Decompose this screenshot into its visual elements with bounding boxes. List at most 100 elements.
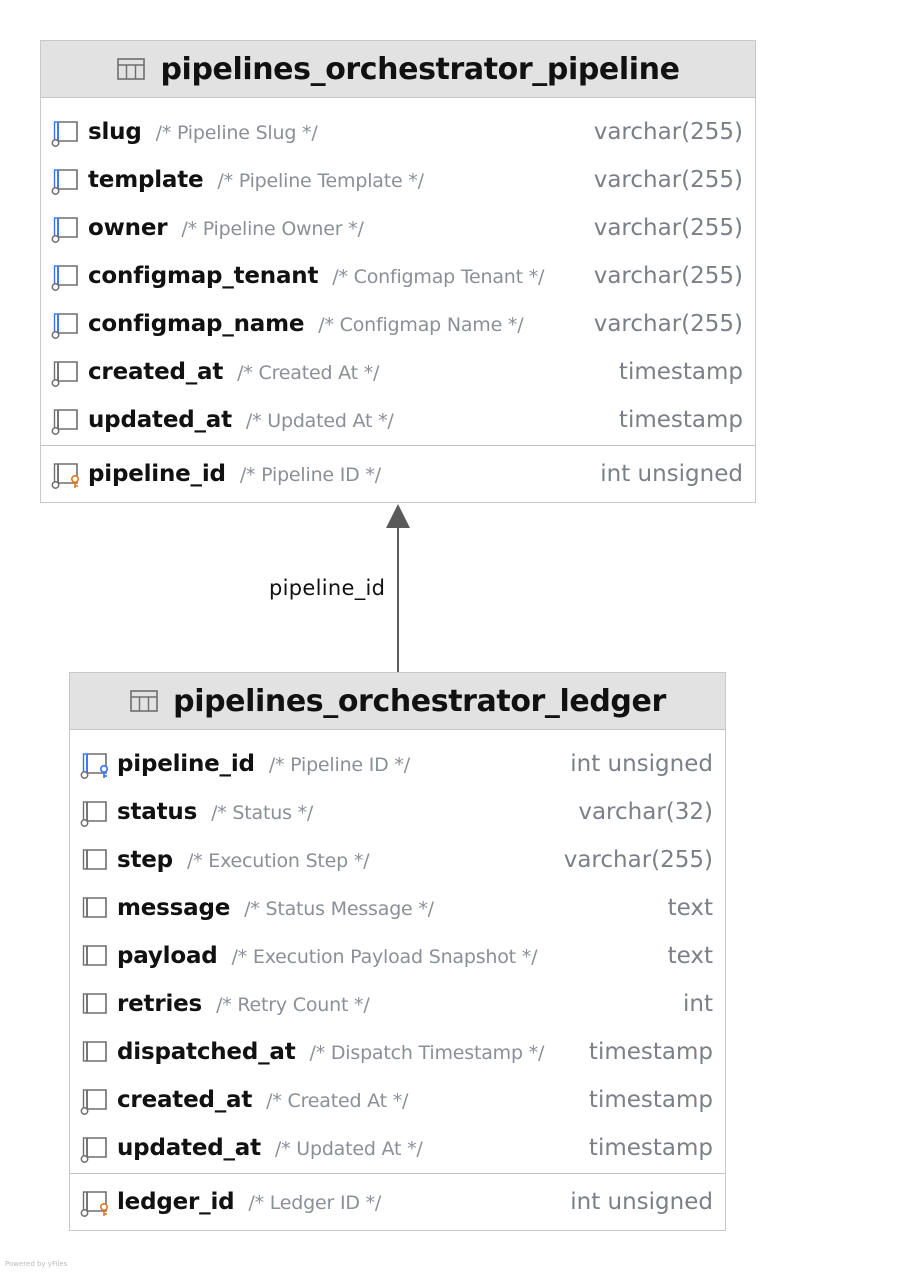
column-type: int unsigned	[570, 1189, 713, 1215]
column-row-retries[interactable]: retries/* Retry Count */ int	[70, 980, 725, 1028]
column-comment: /* Status */	[211, 802, 314, 824]
column-name: configmap_name/* Configmap Name */	[88, 311, 524, 337]
column-comment: /* Dispatch Timestamp */	[309, 1042, 545, 1064]
column-type: timestamp	[618, 359, 743, 385]
column-icon	[80, 1037, 110, 1067]
column-name: step/* Execution Step */	[117, 847, 370, 873]
column-row-updated-at[interactable]: updated_at/* Updated At */ timestamp	[70, 1124, 725, 1172]
relationship-label: pipeline_id	[269, 576, 386, 600]
column-comment: /* Execution Payload Snapshot */	[231, 946, 538, 968]
column-name: ledger_id/* Ledger ID */	[117, 1189, 382, 1215]
column-name: created_at/* Created At */	[88, 359, 380, 385]
column-comment: /* Configmap Name */	[318, 314, 524, 336]
column-row-status[interactable]: status/* Status */ varchar(32)	[70, 788, 725, 836]
column-type: timestamp	[588, 1039, 713, 1065]
column-name: updated_at/* Updated At */	[117, 1135, 423, 1161]
column-icon	[80, 845, 110, 875]
column-row-template[interactable]: template/* Pipeline Template */ varchar(2…	[41, 156, 755, 204]
column-name: pipeline_id/* Pipeline ID */	[117, 751, 410, 777]
column-comment: /* Status Message */	[244, 898, 434, 920]
column-comment: /* Created At */	[266, 1090, 409, 1112]
column-index-icon	[51, 213, 81, 243]
table-title: pipelines_orchestrator_pipeline	[160, 51, 680, 87]
column-name: dispatched_at/* Dispatch Timestamp */	[117, 1039, 545, 1065]
column-row-created-at[interactable]: created_at/* Created At */ timestamp	[41, 348, 755, 396]
primary-key-icon	[80, 1187, 110, 1217]
column-type: varchar(255)	[563, 847, 713, 873]
column-index-icon	[51, 165, 81, 195]
column-index-icon	[51, 261, 81, 291]
column-comment: /* Pipeline Slug */	[155, 122, 318, 144]
column-row-configmap-tenant[interactable]: configmap_tenant/* Configmap Tenant */ va…	[41, 252, 755, 300]
column-row-ledger-id[interactable]: ledger_id/* Ledger ID */ int unsigned	[70, 1173, 725, 1230]
column-row-message[interactable]: message/* Status Message */ text	[70, 884, 725, 932]
column-type: int	[683, 991, 713, 1017]
column-row-dispatched-at[interactable]: dispatched_at/* Dispatch Timestamp */ tim…	[70, 1028, 725, 1076]
column-notnull-icon	[51, 405, 81, 435]
column-type: int unsigned	[600, 461, 743, 487]
primary-key-icon	[51, 459, 81, 489]
column-type: timestamp	[588, 1087, 713, 1113]
column-notnull-icon	[51, 357, 81, 387]
column-comment: /* Created At */	[237, 362, 380, 384]
column-name: slug/* Pipeline Slug */	[88, 119, 318, 145]
foreign-key-icon	[80, 749, 110, 779]
column-type: int unsigned	[570, 751, 713, 777]
column-type: varchar(255)	[593, 263, 743, 289]
column-name: retries/* Retry Count */	[117, 991, 370, 1017]
column-comment: /* Ledger ID */	[248, 1192, 382, 1214]
column-row-updated-at[interactable]: updated_at/* Updated At */ timestamp	[41, 396, 755, 444]
table-icon	[117, 58, 146, 80]
column-row-slug[interactable]: slug/* Pipeline Slug */ varchar(255)	[41, 108, 755, 156]
column-comment: /* Execution Step */	[186, 850, 370, 872]
column-name: status/* Status */	[117, 799, 314, 825]
column-notnull-icon	[80, 797, 110, 827]
column-name: created_at/* Created At */	[117, 1087, 409, 1113]
column-type: varchar(255)	[593, 311, 743, 337]
column-row-step[interactable]: step/* Execution Step */ varchar(255)	[70, 836, 725, 884]
column-comment: /* Updated At */	[245, 410, 394, 432]
column-comment: /* Pipeline Owner */	[181, 218, 364, 240]
column-icon	[80, 893, 110, 923]
table-header: pipelines_orchestrator_ledger	[70, 673, 725, 730]
column-comment: /* Pipeline ID */	[239, 464, 381, 486]
column-name: pipeline_id/* Pipeline ID */	[88, 461, 381, 487]
column-comment: /* Configmap Tenant */	[332, 266, 545, 288]
column-icon	[80, 989, 110, 1019]
column-type: timestamp	[588, 1135, 713, 1161]
column-comment: /* Retry Count */	[216, 994, 370, 1016]
column-row-pipeline-id[interactable]: pipeline_id/* Pipeline ID */ int unsigned	[70, 740, 725, 788]
column-comment: /* Updated At */	[274, 1138, 423, 1160]
column-type: timestamp	[618, 407, 743, 433]
column-name: owner/* Pipeline Owner */	[88, 215, 364, 241]
column-row-created-at[interactable]: created_at/* Created At */ timestamp	[70, 1076, 725, 1124]
column-type: varchar(32)	[578, 799, 713, 825]
column-name: message/* Status Message */	[117, 895, 434, 921]
column-name: updated_at/* Updated At */	[88, 407, 394, 433]
column-icon	[80, 941, 110, 971]
column-type: text	[667, 943, 713, 969]
column-comment: /* Pipeline ID */	[268, 754, 410, 776]
column-type: varchar(255)	[593, 167, 743, 193]
column-index-icon	[51, 117, 81, 147]
column-name: payload/* Execution Payload Snapshot */	[117, 943, 538, 969]
column-row-pipeline-id[interactable]: pipeline_id/* Pipeline ID */ int unsigned	[41, 445, 755, 502]
table-icon	[130, 690, 158, 712]
column-name: configmap_tenant/* Configmap Tenant */	[88, 263, 545, 289]
table-title: pipelines_orchestrator_ledger	[173, 683, 666, 719]
table-pipelines-orchestrator-ledger[interactable]: pipelines_orchestrator_ledger pipeline_i…	[69, 672, 726, 1231]
column-type: varchar(255)	[593, 119, 743, 145]
column-type: text	[667, 895, 713, 921]
column-row-configmap-name[interactable]: configmap_name/* Configmap Name */ varcha…	[41, 300, 755, 348]
column-notnull-icon	[80, 1085, 110, 1115]
column-row-owner[interactable]: owner/* Pipeline Owner */ varchar(255)	[41, 204, 755, 252]
column-row-payload[interactable]: payload/* Execution Payload Snapshot */ t…	[70, 932, 725, 980]
column-type: varchar(255)	[593, 215, 743, 241]
column-index-icon	[51, 309, 81, 339]
powered-by-footer: Powered by yFiles	[5, 1260, 68, 1268]
table-pipelines-orchestrator-pipeline[interactable]: pipelines_orchestrator_pipeline slug/* P…	[40, 40, 756, 503]
column-comment: /* Pipeline Template */	[217, 170, 424, 192]
table-header: pipelines_orchestrator_pipeline	[41, 41, 755, 98]
column-notnull-icon	[80, 1133, 110, 1163]
column-name: template/* Pipeline Template */	[88, 167, 424, 193]
